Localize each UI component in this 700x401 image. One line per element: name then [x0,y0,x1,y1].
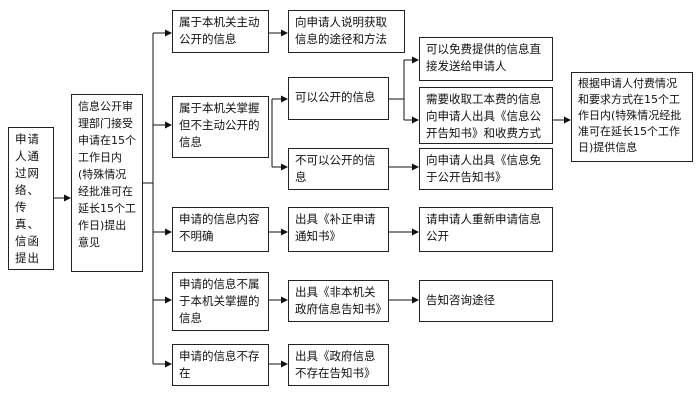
result-exemption-notice-text: 向申请人出具《信息免于公开告知书》 [426,153,541,184]
review-box-text: 信息公开审理部门接受申请在15个工作日内(特殊情况经批准可在延长15个工作日)提… [78,100,136,249]
result-resubmit-request-text: 请申请人重新申请信息公开 [426,212,541,243]
category-active-disclosure-text: 属于本机关主动公开的信息 [179,15,260,46]
action-explain-access: 向申请人说明获取信息的途径和方法 [288,10,405,53]
action-can-disclose-text: 可以公开的信息 [295,90,376,104]
category-unclear-request: 申请的信息内容不明确 [172,207,269,252]
result-fee-notice: 需要收取工本费的信息向申请人出具《信息公开告知书》和收费方式 [419,87,553,144]
review-box: 信息公开审理部门接受申请在15个工作日内(特殊情况经批准可在延长15个工作日)提… [71,94,143,272]
result-consult-channel: 告知咨询途径 [419,280,553,322]
result-resubmit-request: 请申请人重新申请信息公开 [419,207,553,252]
action-nonexistent-notice: 出具《政府信息不存在告知书》 [288,344,389,386]
start-box-text: 申请人通过网络、传真、信函提出申请 [15,132,40,269]
category-not-held: 申请的信息不属于本机关掌握的信息 [172,272,269,331]
action-can-disclose: 可以公开的信息 [288,77,389,120]
result-exemption-notice: 向申请人出具《信息免于公开告知书》 [419,148,553,190]
category-unclear-request-text: 申请的信息内容不明确 [179,212,260,243]
action-not-agency-notice: 出具《非本机关政府信息告知书》 [288,280,389,322]
action-supplement-notice: 出具《补正申请通知书》 [288,207,389,252]
action-not-agency-notice-text: 出具《非本机关政府信息告知书》 [295,285,387,316]
category-not-held-text: 申请的信息不属于本机关掌握的信息 [179,277,260,325]
final-provide-info-text: 根据申请人付费情况和要求方式在15个工作日内(特殊情况经批准可在延长15个工作日… [578,77,682,154]
action-cannot-disclose-text: 不可以公开的信息 [295,153,376,184]
result-free-provision-text: 可以免费提供的信息直接发送给申请人 [426,42,541,73]
category-held-not-active-text: 属于本机关掌握但不主动公开的信息 [179,101,260,149]
result-consult-channel-text: 告知咨询途径 [426,293,495,307]
action-nonexistent-notice-text: 出具《政府信息不存在告知书》 [295,349,376,380]
result-free-provision: 可以免费提供的信息直接发送给申请人 [419,37,553,81]
category-held-not-active: 属于本机关掌握但不主动公开的信息 [172,96,269,158]
action-explain-access-text: 向申请人说明获取信息的途径和方法 [295,15,387,46]
action-supplement-notice-text: 出具《补正申请通知书》 [295,212,376,243]
start-box: 申请人通过网络、传真、信函提出申请 [8,127,54,270]
category-nonexistent: 申请的信息不存在 [172,344,269,386]
result-fee-notice-text: 需要收取工本费的信息向申请人出具《信息公开告知书》和收费方式 [426,92,541,140]
category-active-disclosure: 属于本机关主动公开的信息 [172,10,269,53]
final-provide-info: 根据申请人付费情况和要求方式在15个工作日内(特殊情况经批准可在延长15个工作日… [571,72,693,162]
action-cannot-disclose: 不可以公开的信息 [288,148,389,190]
category-nonexistent-text: 申请的信息不存在 [179,349,260,380]
